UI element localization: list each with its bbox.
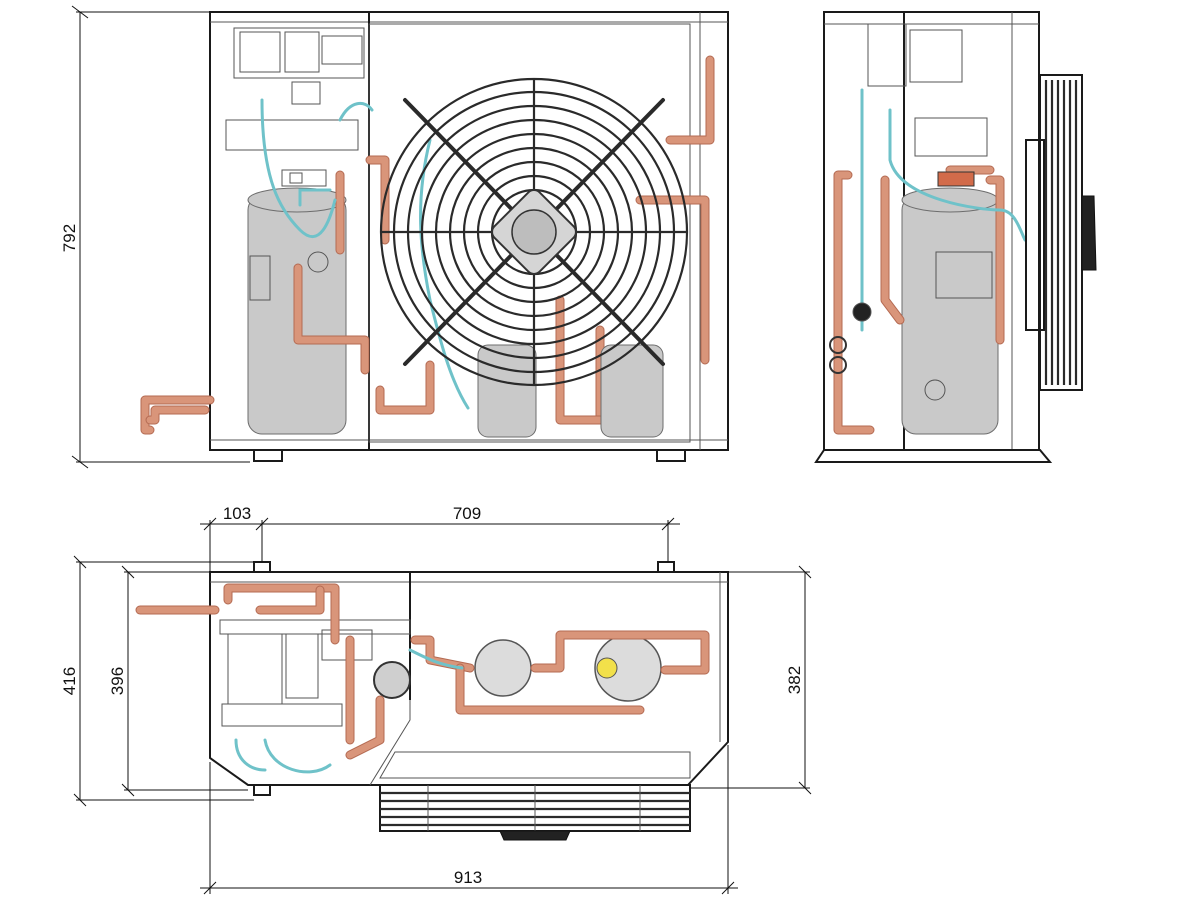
top-foot-bl xyxy=(253,784,271,796)
front-casing xyxy=(209,11,729,451)
side-base xyxy=(814,449,1053,463)
receiver-tank xyxy=(477,344,537,438)
copper-pipes-top xyxy=(135,583,710,760)
dimension-lines xyxy=(71,5,812,895)
dim-709-label: 709 xyxy=(453,504,481,523)
electrical-panel-top xyxy=(219,619,411,727)
front-foot-right xyxy=(656,449,686,462)
fan-side xyxy=(1025,74,1097,391)
cables-top xyxy=(234,648,464,774)
top-foot-tl xyxy=(253,561,271,573)
electrical-box xyxy=(225,27,365,187)
top-view xyxy=(135,561,729,841)
cables-side xyxy=(860,88,1027,332)
compressor-top xyxy=(373,661,411,699)
dim-416-label: 416 xyxy=(60,667,79,695)
copper-pipes-front xyxy=(140,55,715,435)
dim-792-label: 792 xyxy=(60,224,79,252)
valve-top xyxy=(596,657,618,679)
side-view xyxy=(814,11,1097,463)
receiver-top xyxy=(474,639,532,697)
dim-396-label: 396 xyxy=(108,667,127,695)
fan-top xyxy=(379,784,691,841)
dimension-labels: 792 103 709 416 396 382 913 xyxy=(60,224,804,887)
fan-grille-front xyxy=(379,77,689,387)
dim-103-label: 103 xyxy=(223,504,251,523)
cables-front xyxy=(260,98,470,410)
dim-913-label: 913 xyxy=(454,868,482,887)
front-foot-left xyxy=(253,449,283,462)
sight-glass-side xyxy=(852,302,872,322)
dim-382-label: 382 xyxy=(785,666,804,694)
copper-pipes-side xyxy=(833,165,1005,435)
front-view xyxy=(140,11,729,462)
receiver-tank-2 xyxy=(600,344,664,438)
compressor-side xyxy=(901,187,999,435)
top-foot-tr xyxy=(657,561,675,573)
